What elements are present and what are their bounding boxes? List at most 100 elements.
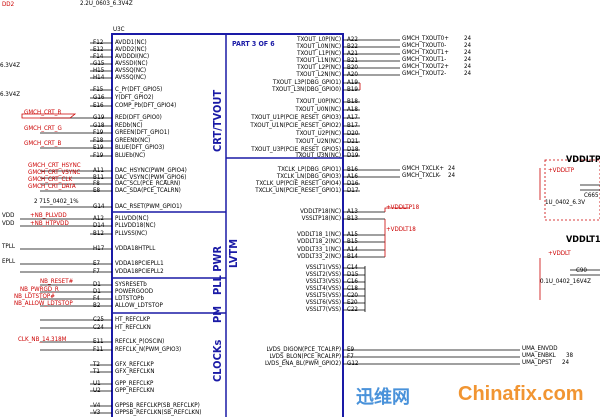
section-pll-label: PLL PWR xyxy=(211,245,224,295)
section-lvtm-label: LVTM xyxy=(227,238,240,268)
left-pin-name: BLUEb(NC) xyxy=(115,152,146,159)
left-pin-number: B12 xyxy=(93,230,104,237)
left-pin-number: E11 xyxy=(93,338,104,345)
section-crt-label: CRT/TVOUT xyxy=(211,89,224,152)
left-pin-name: RED(DFT_GPIO0) xyxy=(115,114,162,121)
right-pin-number: E9 xyxy=(347,346,355,353)
left-pin-number: D1 xyxy=(93,288,101,295)
far-vddltp-net: +VDDLTP xyxy=(548,167,575,174)
left-pin-name: GPP_REFCLKN xyxy=(115,387,155,394)
right-pin-number: D17 xyxy=(347,187,359,194)
right-pin-name: TXCLK_LN(DBG_GPIO3) xyxy=(276,173,341,180)
right-pin-name: LVDS_BLON(PCE_RCALRP) xyxy=(269,353,341,360)
sheet-ref-4: 24 xyxy=(464,56,472,63)
left-pin-number: F8 xyxy=(93,180,100,187)
right-pin-name: VSSLTP18(NC) xyxy=(301,215,341,222)
right-pin-number: D21 xyxy=(347,138,359,145)
net-vsync: GMCH_CRT_VSYNC xyxy=(28,169,81,176)
right-pin-name: VDDLT33_2(NC) xyxy=(297,253,341,260)
left-pin-name: GFX_REFCLKN xyxy=(115,368,155,375)
right-pin-name: TXOUT_L2N(NC) xyxy=(296,71,341,78)
right-pin-name: TXOUT_L3P(DBG_GPIO1) xyxy=(272,79,341,86)
right-pin-name: VSSLT7(VSS) xyxy=(305,306,341,313)
right-pin-name: VSSLT3(VSS) xyxy=(305,278,341,285)
right-pin-number: A14 xyxy=(347,246,358,253)
sheet-ref-3: 24 xyxy=(464,49,472,56)
left-pin-name: DAC_VSYNC(PWM_GPIO6) xyxy=(115,174,187,181)
right-pin-number: B18 xyxy=(347,98,358,105)
sheet-ref-8: 24 xyxy=(448,172,456,179)
net-enbkl: UMA_ENBKL xyxy=(522,352,556,359)
right-pin-name: VSSLT4(VSS) xyxy=(305,285,341,292)
left-pin-number: A11 xyxy=(93,167,104,174)
net-pll2: +NB_HTPVDD xyxy=(30,220,69,227)
left-pin-number: E19 xyxy=(93,144,104,151)
left-pin-name: VDDA18PCIEPLL1 xyxy=(115,260,164,267)
left-pin-name: C_Pr(DFT_GPIO5) xyxy=(115,86,163,93)
far-c665: C665 xyxy=(584,192,599,199)
left-pin-number: G14 xyxy=(93,203,105,210)
right-pin-number: D20 xyxy=(347,130,359,137)
right-pin-number: B20 xyxy=(347,64,358,71)
right-pin-number: D19 xyxy=(347,152,359,159)
left-pin-number: F7 xyxy=(93,268,100,275)
left-pin-number: V4 xyxy=(93,402,101,409)
net-res: 2 715_0402_1% xyxy=(34,198,79,205)
net-crt-r: GMCH_CRT_R xyxy=(24,109,62,116)
net-vdd2: VDD xyxy=(2,220,15,227)
right-pin-name: VSSLT5(VSS) xyxy=(305,292,341,299)
net-pwrgd: NB_PWRGD_R xyxy=(20,286,59,293)
left-pin-name: DAC_HSYNC(PWM_GPIO4) xyxy=(115,167,187,174)
left-pin-name: GFX_REFCLKP xyxy=(115,361,154,368)
left-pin-name: GPP_REFCLKP xyxy=(115,380,154,387)
left-pin-name: ALLOW_LDTSTOP xyxy=(115,302,163,309)
right-pin-number: B15 xyxy=(347,238,358,245)
right-pin-name: TXOUT_L1N(NC) xyxy=(296,57,341,64)
net-hsync: GMCH_CRT_HSYNC xyxy=(28,162,81,169)
section-clocks-label: CLOCKs xyxy=(211,339,224,382)
sheet-ref-7: 24 xyxy=(448,165,456,172)
sheet-ref-1: 24 xyxy=(464,35,472,42)
right-pin-name: TXOUT_L1P(NC) xyxy=(297,50,341,57)
right-pin-number: F7 xyxy=(347,353,354,360)
left-pin-name: LDTSTOPb xyxy=(115,295,144,302)
left-pin-name: AVDD2(NC) xyxy=(115,46,147,53)
left-pin-name: COMP_Pb(DFT_GPIO4) xyxy=(115,102,177,109)
right-pin-number: C16 xyxy=(347,278,358,285)
net-tpll: TPLL xyxy=(2,243,15,250)
ic-part: PART 3 OF 6 xyxy=(232,40,275,48)
right-pin-name: VDDLT33_1(NC) xyxy=(297,246,341,253)
left-pin-name: SYSRESETb xyxy=(115,281,147,288)
left-pin-number: F11 xyxy=(93,346,104,353)
net-vdd1: VDD xyxy=(2,212,15,219)
right-pin-name: VDDLT18_2(NC) xyxy=(297,238,341,245)
net-tx2m: GMCH_TXOUT2- xyxy=(402,70,447,77)
right-pin-number: A20 xyxy=(347,71,358,78)
net-crt-g: GMCH_CRT_G xyxy=(24,125,62,132)
left-pin-name: HT_REFCLKN xyxy=(115,324,151,331)
far-cap2: 0.1U_0402_16V4Z xyxy=(540,278,591,285)
left-pin-name: DAC_RSET(PWM_GPIO1) xyxy=(115,203,182,210)
net-clk: GMCH_CRT_CLK xyxy=(28,176,73,183)
left-pin-number: E8 xyxy=(93,187,101,194)
left-pin-number: D1 xyxy=(93,281,101,288)
top-net-label: 2.2U_0603_6.3V4Z xyxy=(80,0,133,7)
right-pin-number: C14 xyxy=(347,264,358,271)
right-pin-number: C18 xyxy=(347,285,358,292)
right-pin-name: TXOUT_L2P(NC) xyxy=(297,64,341,71)
net-v1: 6.3V4Z xyxy=(0,62,21,69)
net-dpst: UMA_DPST xyxy=(522,359,553,366)
left-pin-name: AVSSQ(NC) xyxy=(115,74,147,81)
left-pin-name: GPPSB_REFCLKN(SB_REFCLKN) xyxy=(115,409,202,416)
right-pin-number: C22 xyxy=(347,306,358,313)
left-pin-name: PLLVSS(NC) xyxy=(115,230,148,237)
right-pin-number: A13 xyxy=(347,208,358,215)
left-pin-number: F12 xyxy=(93,39,104,46)
right-pin-number: B13 xyxy=(347,215,358,222)
right-pin-name: TXOUT_L0N(NC) xyxy=(296,43,341,50)
right-pin-number: A19 xyxy=(347,79,358,86)
left-pin-name: DAC_SCL(PCE_RCALRN) xyxy=(115,180,181,187)
right-pin-name: TXOUT_U0P(NC) xyxy=(296,98,341,105)
right-pin-number: B17 xyxy=(347,122,358,129)
